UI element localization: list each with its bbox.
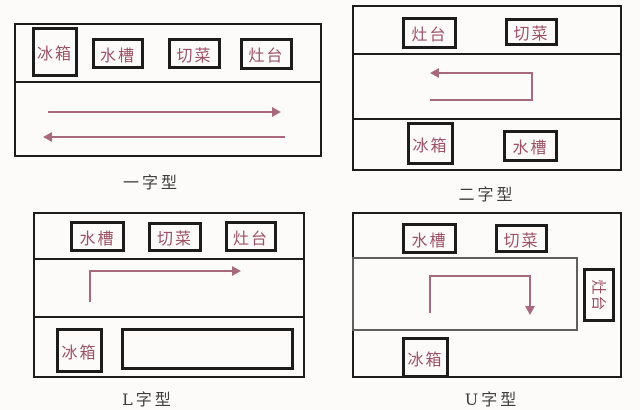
two-shape-divider-bottom <box>352 118 622 120</box>
station-sink: 水槽 <box>503 130 558 162</box>
flow-arrow-right-icon <box>48 107 281 117</box>
station-fridge: 冰箱 <box>56 328 103 373</box>
caption-one-shape: 一字型 <box>122 173 180 192</box>
one-shape-divider-line <box>14 81 322 83</box>
caption-two-shape: 二字型 <box>458 185 516 204</box>
u-shape-inner-zone <box>352 257 578 331</box>
caption-l-shape: L字型 <box>122 390 174 409</box>
u-turn-arrow-icon <box>430 68 533 101</box>
one-shape-room-outline <box>14 23 322 157</box>
station-sink: 水槽 <box>92 38 144 69</box>
station-fridge: 冰箱 <box>402 337 449 378</box>
station-chop: 切菜 <box>495 224 548 253</box>
flow-arrow-left-icon <box>43 132 285 142</box>
l-shape-room-outline <box>33 212 305 378</box>
station-chop: 切菜 <box>168 38 221 69</box>
n-flow-arrow-icon <box>429 275 535 315</box>
l-shape-divider-top <box>33 258 305 260</box>
empty-counter-box <box>121 328 294 370</box>
station-stove-label: 灶台 <box>589 278 608 312</box>
l-shape-divider-bottom <box>33 316 305 318</box>
station-stove: 灶台 <box>225 221 277 252</box>
station-fridge: 冰箱 <box>32 27 78 77</box>
station-chop: 切菜 <box>148 222 202 252</box>
caption-u-shape: U字型 <box>464 390 520 409</box>
station-stove: 灶台 <box>240 38 293 70</box>
station-fridge: 冰箱 <box>407 122 454 165</box>
two-shape-room-outline <box>352 5 622 171</box>
station-stove: 灶台 <box>402 17 457 49</box>
l-flow-arrow-icon <box>89 266 241 302</box>
station-stove-vertical: 灶台 <box>583 268 615 322</box>
station-chop: 切菜 <box>505 18 558 46</box>
station-sink: 水槽 <box>402 223 457 254</box>
two-shape-divider-top <box>352 53 622 55</box>
station-sink: 水槽 <box>70 221 125 252</box>
